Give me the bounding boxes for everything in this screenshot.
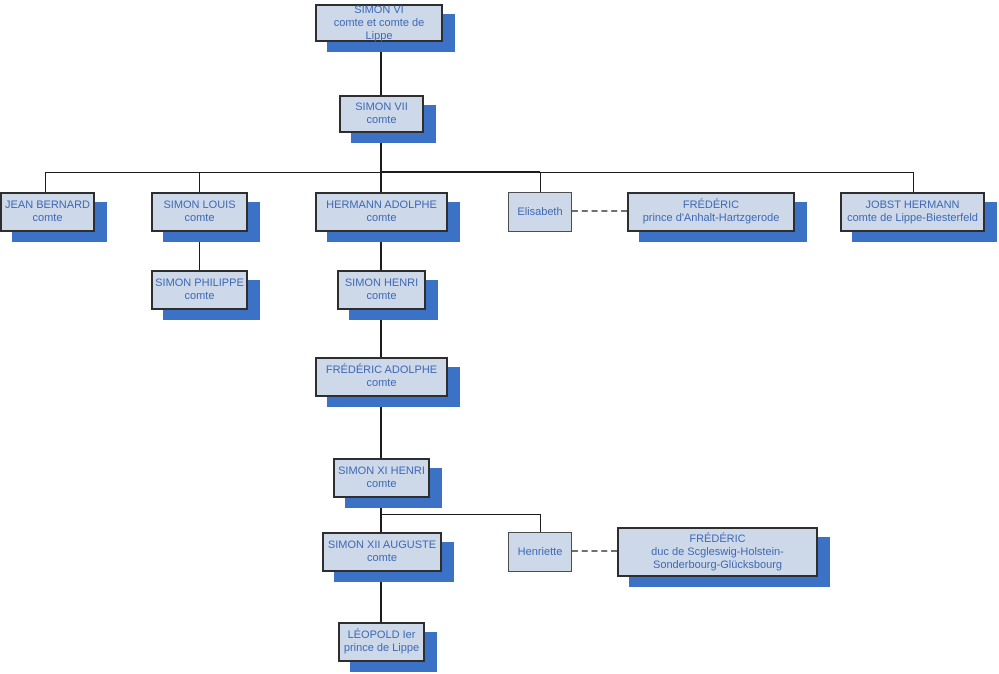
person-title: comte: [367, 552, 397, 564]
person-title: comte: [184, 290, 215, 302]
connector-line: [199, 232, 200, 270]
person-name: SIMON LOUIS: [163, 199, 236, 211]
person-title: comte: [366, 212, 397, 224]
person-title: duc de Scgleswig-Holstein-Sonderbourg-Gl…: [651, 545, 784, 571]
person-title: comte: [366, 377, 397, 389]
connector-line: [380, 514, 541, 515]
connector-line: [380, 572, 382, 622]
person-name: SIMON VI: [354, 3, 404, 16]
person-name: SIMON XII AUGUSTE: [327, 539, 437, 551]
person-title: comte: [366, 114, 397, 126]
connector-line: [45, 172, 46, 192]
connector-line: [380, 133, 382, 172]
connector-line: [380, 310, 382, 357]
connector-line: [380, 397, 382, 458]
person-title: comte et comte de Lippe: [333, 16, 425, 42]
person-title: prince de Lippe: [343, 642, 420, 654]
connector-line: [380, 42, 382, 95]
connector-line: [381, 171, 540, 173]
connector-line: [199, 172, 200, 192]
connector-line: [380, 498, 382, 532]
connector-line: [540, 514, 541, 532]
tree-node-henriette: Henriette: [508, 532, 572, 572]
connector-line: [913, 172, 914, 192]
person-name: HERMANN ADOLPHE: [326, 199, 437, 211]
connector-line: [540, 172, 541, 192]
person-title: comte: [366, 478, 397, 490]
marriage-dashed-line: [572, 550, 617, 552]
person-name: FRÉDÉRIC ADOLPHE: [325, 364, 438, 376]
person-title: comte: [184, 212, 215, 224]
person-title: comte: [32, 212, 63, 224]
connector-line: [380, 172, 382, 192]
person-name: Henriette: [517, 545, 563, 558]
marriage-dashed-line: [572, 210, 627, 212]
person-title: comte: [366, 290, 397, 302]
person-title: comte de Lippe-Biesterfeld: [847, 212, 978, 224]
person-name: SIMON XI HENRI: [338, 465, 425, 477]
person-name: SIMON HENRI: [344, 277, 419, 289]
person-name: Elisabeth: [517, 205, 563, 218]
connector-line: [380, 232, 382, 270]
person-name: SIMON PHILIPPE: [155, 277, 244, 289]
person-title: prince d'Anhalt-Hartzgerode: [642, 212, 780, 224]
person-name: LÉOPOLD Ier: [347, 629, 416, 641]
person-name: FRÉDÉRIC: [689, 532, 746, 545]
person-name: FRÉDÉRIC: [682, 199, 740, 211]
person-name: SIMON VII: [355, 101, 408, 113]
person-name: JEAN BERNARD: [5, 199, 90, 211]
person-name: JOBST HERMANN: [865, 199, 960, 211]
tree-node-elisabeth: Elisabeth: [508, 192, 572, 232]
